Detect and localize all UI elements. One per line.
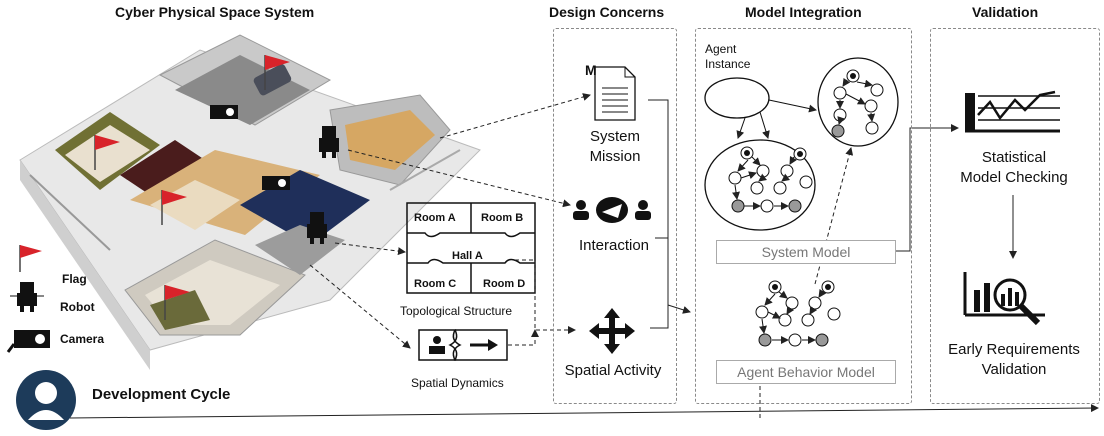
legend-flag-label: Flag bbox=[62, 272, 87, 286]
system-mission-line1: System bbox=[589, 128, 640, 145]
system-mission-label: System Mission bbox=[575, 127, 655, 167]
solid-connectors bbox=[69, 99, 1099, 419]
spatial-dynamics-icon bbox=[418, 329, 508, 361]
legend-camera-icon bbox=[6, 330, 50, 353]
legend-flag-icon bbox=[19, 245, 42, 272]
header-model-integration: Model Integration bbox=[745, 4, 862, 20]
smc-line1: Statistical bbox=[981, 149, 1047, 166]
document-icon bbox=[594, 66, 636, 121]
spatial-dynamics-caption: Spatial Dynamics bbox=[411, 376, 504, 390]
design-concerns-panel bbox=[553, 28, 677, 404]
legend-robot-icon bbox=[10, 282, 44, 312]
validation-panel bbox=[930, 28, 1100, 404]
house-flags bbox=[94, 55, 290, 320]
interaction-icon bbox=[573, 197, 651, 223]
room-a-label: Room A bbox=[414, 212, 456, 224]
header-design-concerns: Design Concerns bbox=[549, 4, 665, 20]
header-validation: Validation bbox=[972, 4, 1039, 20]
erv-line2: Validation bbox=[981, 361, 1047, 378]
agent-instance-line2: Instance bbox=[705, 57, 751, 71]
header-cps: Cyber Physical Space System bbox=[115, 4, 315, 20]
topological-structure-caption: Topological Structure bbox=[400, 304, 513, 318]
magnifier-chart-icon bbox=[963, 272, 1045, 326]
spatial-activity-label: Spatial Activity bbox=[564, 362, 662, 379]
house-cameras bbox=[210, 105, 290, 190]
statistical-chart-icon bbox=[965, 90, 1060, 133]
interaction-label: Interaction bbox=[578, 237, 650, 254]
topological-structure-diagram bbox=[406, 202, 536, 294]
development-cycle-label: Development Cycle bbox=[92, 386, 231, 403]
agent-behavior-model-box: Agent Behavior Model bbox=[716, 360, 896, 384]
legend-camera-label: Camera bbox=[60, 332, 105, 346]
erv-line1: Early Requirements bbox=[948, 341, 1080, 358]
smc-line2: Model Checking bbox=[960, 169, 1068, 186]
system-model-box: System Model bbox=[716, 240, 896, 264]
agent-instance-line1: Agent bbox=[705, 42, 737, 56]
user-avatar-icon bbox=[16, 370, 76, 430]
room-d-label: Room D bbox=[483, 278, 526, 290]
model-graph-edges bbox=[732, 77, 876, 344]
model-integration-panel bbox=[695, 28, 912, 404]
house-robots bbox=[307, 126, 339, 244]
mission-letter: M bbox=[585, 62, 597, 78]
hall-a-label: Hall A bbox=[452, 250, 483, 262]
room-b-label: Room B bbox=[481, 212, 524, 224]
agent-behavior-state-machine bbox=[755, 280, 841, 347]
agent-instance-node bbox=[704, 77, 770, 119]
statistical-model-checking-label: Statistical Model Checking bbox=[940, 148, 1088, 188]
early-requirements-validation-label: Early Requirements Validation bbox=[935, 340, 1093, 380]
room-c-label: Room C bbox=[414, 278, 457, 290]
agent-instance-label: Agent Instance bbox=[705, 42, 750, 72]
house-illustration bbox=[19, 34, 481, 370]
system-mission-line2: Mission bbox=[589, 148, 641, 165]
legend-robot-label: Robot bbox=[60, 300, 95, 314]
spatial-activity-icon bbox=[589, 308, 635, 354]
